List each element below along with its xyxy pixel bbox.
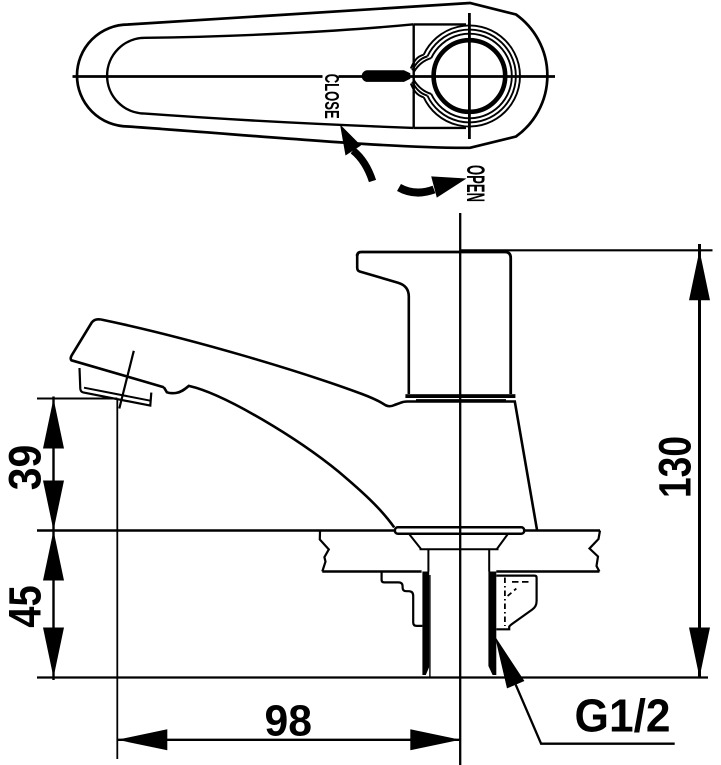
svg-text:130: 130 xyxy=(650,436,701,498)
svg-text:98: 98 xyxy=(265,697,313,746)
svg-text:45: 45 xyxy=(0,585,51,628)
svg-text:G1/2: G1/2 xyxy=(575,690,671,742)
svg-text:39: 39 xyxy=(0,445,51,491)
svg-text:OPEN: OPEN xyxy=(461,165,489,202)
svg-text:CLOSE: CLOSE xyxy=(320,74,343,119)
